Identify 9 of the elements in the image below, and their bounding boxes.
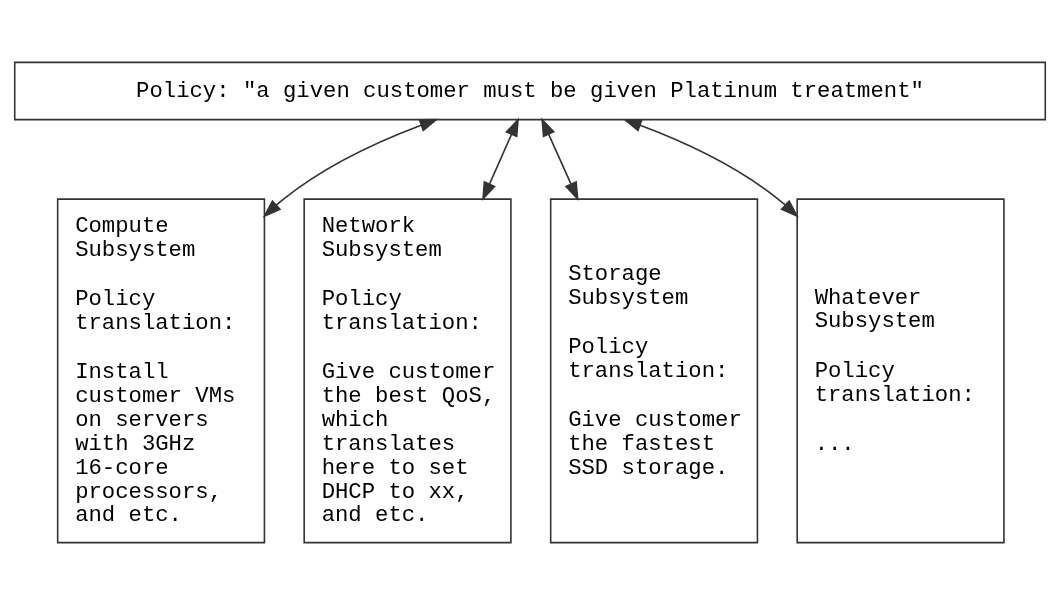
node-box: Policy: "a given customer must be given Platinum treatment" (13, 61, 1047, 121)
arrow (482, 117, 519, 201)
node-box: Compute Subsystem Policy translation: Install customer VMs on servers with 3GHz 16-core processors, and etc. (56, 198, 266, 544)
arrow (262, 118, 439, 218)
node-box: Storage Subsystem Policy translation: Give customer the fastest SSD storage. (549, 198, 759, 544)
arrow (541, 117, 579, 201)
node-box: Network Subsystem Policy translation: Give customer the best QoS, which translates here to set DHCP to xx, and etc. (303, 198, 512, 544)
node-box: Whatever Subsystem Policy translation: ... (796, 198, 1005, 544)
arrow (622, 118, 799, 218)
